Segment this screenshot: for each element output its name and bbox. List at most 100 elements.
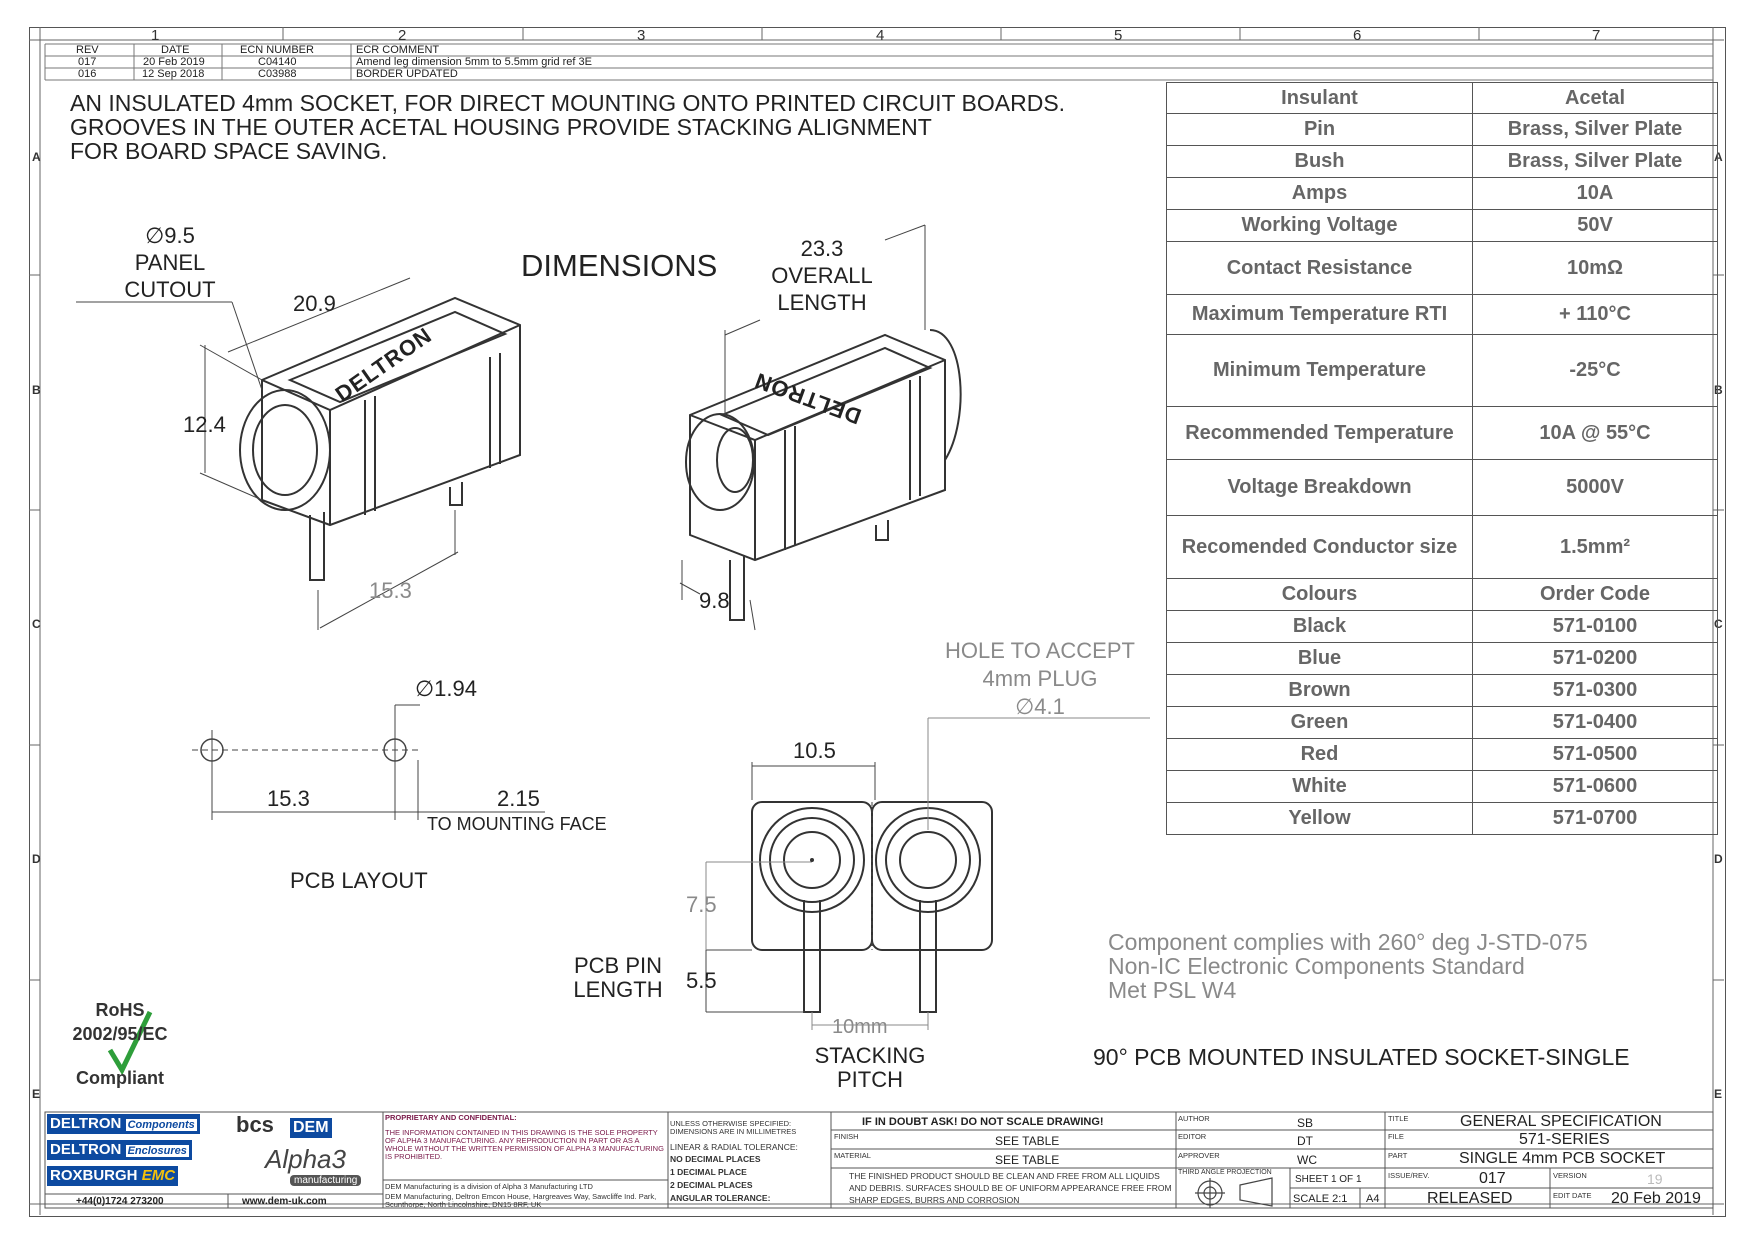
spec-value: 571-0200 — [1472, 642, 1718, 675]
spec-value: 10mΩ — [1472, 241, 1718, 295]
pin-label-line: PCB PIN — [573, 953, 663, 978]
pcb-spacing: 15.3 — [267, 786, 310, 811]
scale-warning: IF IN DOUBT ASK! DO NOT SCALE DRAWING! — [862, 1116, 1104, 1128]
rev-row-date: 12 Sep 2018 — [142, 68, 205, 80]
grid-col-3: 3 — [637, 27, 646, 44]
logo-alpha3: Alpha3 — [265, 1144, 346, 1174]
spec-key: Blue — [1166, 642, 1473, 675]
spec-key: Yellow — [1166, 802, 1473, 835]
spec-value: 571-0600 — [1472, 770, 1718, 803]
spec-value: 571-0100 — [1472, 610, 1718, 643]
logo-text: Components — [125, 1119, 197, 1131]
editdate-value: 20 Feb 2019 — [1611, 1190, 1701, 1207]
panel-cutout-word: PANEL — [134, 250, 206, 275]
compliance-line: Non-IC Electronic Components Standard — [1108, 953, 1525, 979]
dem-note: DEM Manufacturing is a division of Alpha… — [385, 1182, 593, 1191]
grid-col-5: 5 — [1114, 27, 1123, 44]
grid-col-7: 7 — [1592, 27, 1601, 44]
overall-length-value: 23.3 — [800, 236, 844, 261]
hole-note-line: 4mm PLUG — [982, 666, 1098, 691]
pin-length: 5.5 — [686, 968, 717, 993]
rohs-line: 2002/95/EC — [72, 1024, 168, 1044]
spec-key: Voltage Breakdown — [1166, 459, 1473, 516]
panel-cutout-word: CUTOUT — [124, 277, 216, 302]
compliance-line: Component complies with 260° deg J-STD-0… — [1108, 929, 1588, 955]
phone-number: +44(0)1724 273200 — [76, 1196, 164, 1207]
spec-value: 5000V — [1472, 459, 1718, 516]
front-height: 7.5 — [686, 892, 717, 917]
spec-value: 50V — [1472, 209, 1718, 242]
spec-key: Green — [1166, 706, 1473, 739]
spec-key: Red — [1166, 738, 1473, 771]
part-caption: PART — [1388, 1151, 1408, 1160]
spec-value: -25°C — [1472, 334, 1718, 407]
spec-value: 571-0300 — [1472, 674, 1718, 707]
panel-cutout-label: ∅9.5 PANEL CUTOUT — [110, 222, 230, 303]
file-caption: FILE — [1388, 1132, 1404, 1141]
logo-text: EMC — [141, 1167, 176, 1184]
dim-leg: 9.8 — [699, 588, 730, 613]
spec-value: 1.5mm² — [1472, 515, 1718, 579]
version-value: 19 — [1647, 1171, 1663, 1187]
spec-key: Contact Resistance — [1166, 241, 1473, 295]
approver-caption: APPROVER — [1178, 1151, 1220, 1160]
grid-row-d: D — [32, 852, 41, 866]
description-line: FOR BOARD SPACE SAVING. — [70, 138, 388, 164]
dim-height: 12.4 — [183, 412, 226, 437]
projection-caption: THIRD ANGLE PROJECTION — [1178, 1169, 1272, 1176]
spec-value: Order Code — [1472, 578, 1718, 611]
grid-row-a-right: A — [1714, 150, 1723, 164]
company-address: DEM Manufacturing, Deltron Emcon House, … — [385, 1192, 657, 1209]
dimensions-title: DIMENSIONS — [521, 248, 718, 283]
logo-dem: DEM — [290, 1118, 332, 1138]
website: www.dem-uk.com — [242, 1196, 327, 1207]
product-title: 90° PCB MOUNTED INSULATED SOCKET-SINGLE — [1093, 1044, 1630, 1070]
compliance-line: Met PSL W4 — [1108, 977, 1237, 1003]
stacking-pitch-label: STACKING PITCH — [800, 1044, 940, 1092]
editor-caption: EDITOR — [1178, 1132, 1207, 1141]
rev-row-ecn: C03988 — [258, 68, 297, 80]
dim-width: 20.9 — [293, 291, 336, 316]
overall-length-label: 23.3 OVERALL LENGTH — [762, 235, 882, 316]
grid-col-4: 4 — [876, 27, 885, 44]
grid-row-b-right: B — [1714, 383, 1723, 397]
finish-caption: FINISH — [834, 1132, 859, 1141]
spec-key: Minimum Temperature — [1166, 334, 1473, 407]
hole-note-line: HOLE TO ACCEPT — [945, 638, 1135, 663]
table-row: Maximum Temperature RTI+ 110°C — [1166, 294, 1718, 335]
grid-row-a: A — [32, 150, 41, 164]
logo-text: DELTRON — [50, 1115, 122, 1132]
file-value: 571-SERIES — [1519, 1131, 1610, 1148]
logo-text: DELTRON — [50, 1141, 122, 1158]
logo-text: Enclosures — [125, 1145, 189, 1157]
description-line: GROOVES IN THE OUTER ACETAL HOUSING PROV… — [70, 114, 932, 140]
overall-length-word: OVERALL — [771, 263, 873, 288]
spec-key: White — [1166, 770, 1473, 803]
pcb-offset: 2.15 — [497, 786, 540, 811]
rev-row-comment: BORDER UPDATED — [356, 68, 458, 80]
front-width: 10.5 — [793, 738, 836, 763]
logo-roxburgh-emc: ROXBURGH EMC — [47, 1166, 179, 1186]
hole-note: HOLE TO ACCEPT 4mm PLUG ∅4.1 — [930, 637, 1150, 721]
part-value: SINGLE 4mm PCB SOCKET — [1459, 1150, 1666, 1167]
spec-value: + 110°C — [1472, 294, 1718, 335]
author-caption: AUTHOR — [1178, 1114, 1210, 1123]
spec-value: 571-0500 — [1472, 738, 1718, 771]
spec-key: Insulant — [1166, 82, 1473, 114]
stacking-pitch: 10mm — [832, 1016, 888, 1038]
rohs-badge: RoHS 2002/95/EC Compliant — [60, 998, 180, 1090]
proprietary-text: THE INFORMATION CONTAINED IN THIS DRAWIN… — [385, 1128, 664, 1161]
rev-header-comment: ECR COMMENT — [356, 44, 440, 56]
